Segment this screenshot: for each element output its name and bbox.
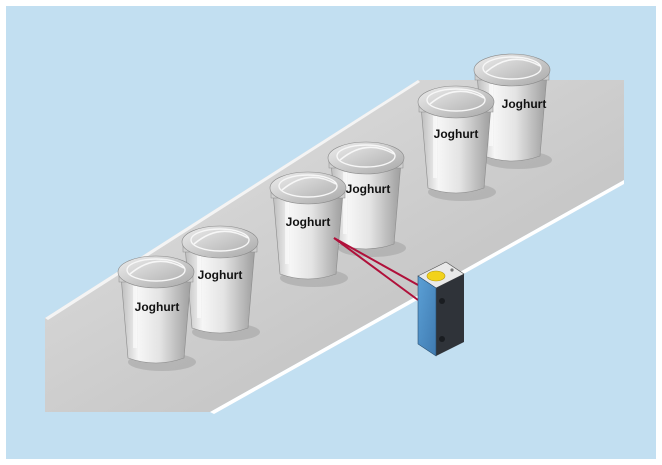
yogurt-cup (417, 85, 496, 201)
cup-label: Joghurt (198, 268, 243, 282)
cup-label: Joghurt (434, 127, 479, 141)
yogurt-cup (269, 171, 348, 287)
cup-label: Joghurt (286, 215, 331, 229)
yogurt-cup (473, 53, 552, 169)
photoelectric-sensor-icon (417, 261, 465, 357)
yogurt-cup (181, 225, 260, 341)
yogurt-cup (117, 255, 196, 371)
cup-label: Joghurt (135, 300, 180, 314)
yogurt-cups: JoghurtJoghurtJoghurtJoghurtJoghurtJoghu… (117, 53, 552, 371)
sensor-lens (426, 270, 446, 282)
light-beam (333, 237, 419, 301)
cup-label: Joghurt (502, 97, 547, 111)
cup-label: Joghurt (346, 182, 391, 196)
